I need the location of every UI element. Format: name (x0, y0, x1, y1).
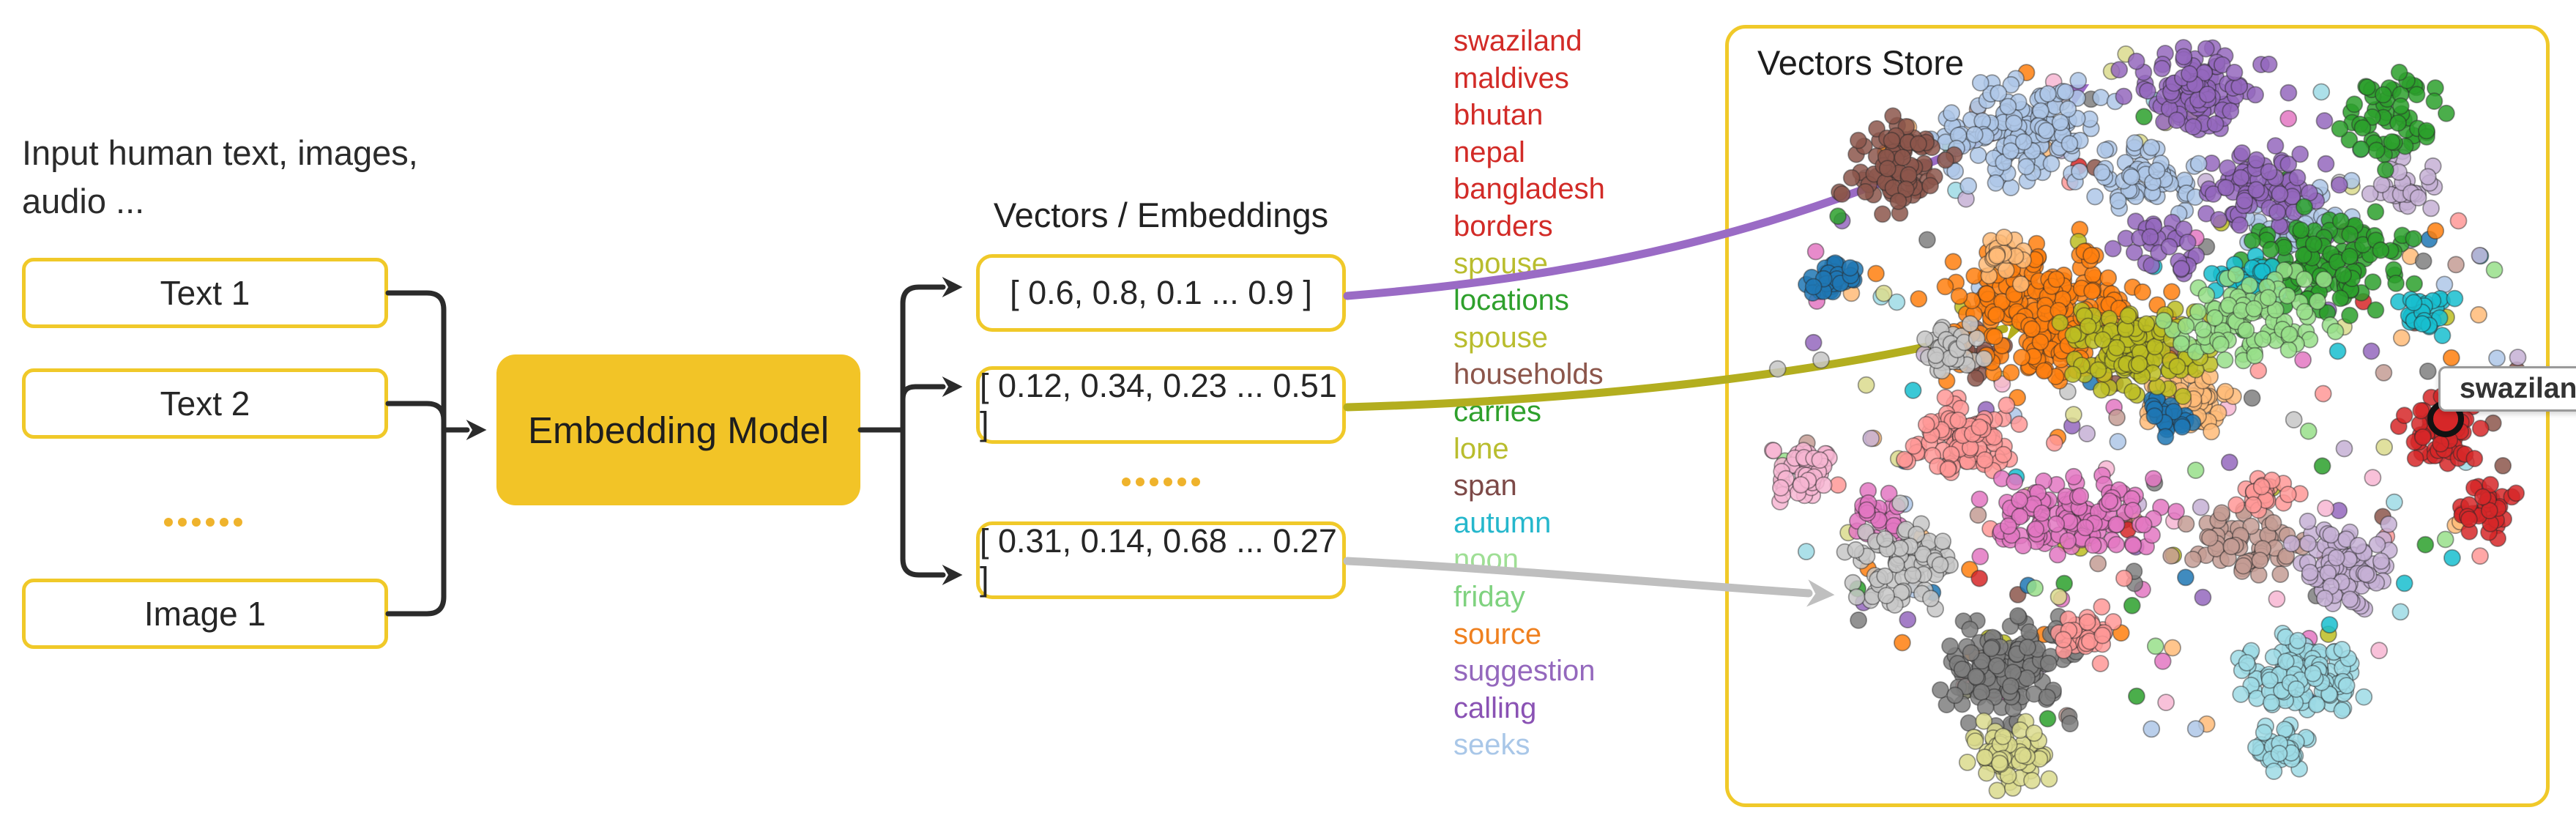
mapping-line-vector2-olive (1343, 316, 2030, 412)
connector-branch-2 (900, 376, 963, 433)
word-item-4: bangladesh (1453, 173, 1605, 206)
vector-box-2: [ 0.12, 0.34, 0.23 ... 0.51 ] (976, 366, 1346, 444)
connector-merge-text2 (385, 401, 447, 433)
word-item-18: calling (1453, 691, 1537, 724)
word-item-7: locations (1453, 284, 1569, 317)
word-item-5: borders (1453, 209, 1553, 242)
input-box-image1: Image 1 (22, 579, 388, 649)
word-item-13: autumn (1453, 506, 1552, 539)
word-item-1: maldives (1453, 62, 1569, 94)
connector-merge-image1 (385, 427, 447, 617)
input-box-text1-label: Text 1 (160, 274, 250, 312)
word-item-16: source (1453, 617, 1542, 650)
word-item-2: bhutan (1453, 99, 1544, 132)
word-item-11: lone (1453, 432, 1509, 465)
input-caption-line1: Input human text, images, (22, 133, 418, 172)
word-item-9: households (1453, 358, 1604, 391)
word-item-19: seeks (1453, 729, 1530, 762)
scatter-tooltip-label: swaziland (2460, 373, 2576, 404)
word-item-0: swaziland (1453, 25, 1582, 57)
vectors-store-title: Vectors Store (1757, 43, 1965, 82)
connector-branch-1 (900, 277, 963, 433)
word-item-8: spouse (1453, 321, 1548, 354)
connector-merge-text1 (385, 290, 447, 433)
mapping-line-vector3-gray (1343, 557, 1835, 607)
input-box-image1-label: Image 1 (144, 595, 267, 633)
word-item-3: nepal (1453, 135, 1525, 168)
input-box-text2-label: Text 2 (160, 385, 250, 423)
flow-connectors (385, 277, 963, 617)
input-caption: Input human text, images, audio ... (22, 129, 418, 226)
input-box-text2: Text 2 (22, 368, 388, 439)
word-item-15: friday (1453, 580, 1525, 613)
vector-box-1: [ 0.6, 0.8, 0.1 ... 0.9 ] (976, 254, 1346, 332)
word-item-17: suggestion (1453, 655, 1596, 688)
scatter-tooltip: swaziland (2438, 366, 2576, 412)
connector-branch-3 (900, 427, 963, 585)
input-ellipsis-dots (164, 518, 242, 527)
vector-ellipsis-dots (1122, 478, 1200, 486)
input-box-text1: Text 1 (22, 258, 388, 328)
embedding-model-label: Embedding Model (527, 409, 830, 451)
vector-box-3-value: [ 0.31, 0.14, 0.68 ... 0.27 ] (980, 522, 1337, 598)
vectors-title: Vectors / Embeddings (993, 196, 1329, 234)
input-caption-line2: audio ... (22, 182, 145, 220)
vector-box-2-value: [ 0.12, 0.34, 0.23 ... 0.51 ] (980, 367, 1337, 442)
word-item-12: span (1453, 469, 1517, 502)
embedding-model-node: Embedding Model (496, 354, 860, 505)
embedding-scatter[interactable] (1763, 39, 2527, 800)
vector-box-1-value: [ 0.6, 0.8, 0.1 ... 0.9 ] (1010, 274, 1312, 311)
